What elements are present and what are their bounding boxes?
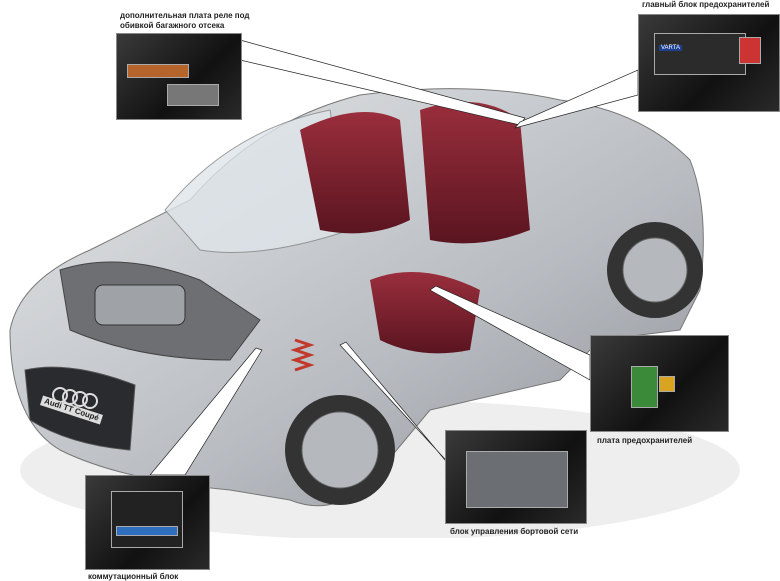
label-line: дополнительная плата реле под	[120, 11, 250, 20]
white-margin	[258, 538, 780, 581]
photo-onboard-ecu	[445, 430, 587, 524]
label-aux-relay: дополнительная плата реле под обивкой ба…	[120, 11, 249, 31]
label-fuse-panel: плата предохранителей	[597, 436, 693, 445]
photo-aux-relay	[116, 33, 242, 120]
strut-spring	[290, 338, 315, 372]
seat-left	[300, 112, 410, 234]
seat-right	[420, 102, 530, 244]
photo-fuse-panel	[590, 335, 729, 432]
photo-switch-block	[85, 475, 210, 570]
label-switch-block: коммутационный блок	[88, 572, 179, 581]
label-onboard-ecu: блок управления бортовой сети	[450, 527, 579, 536]
photo-main-fuse: VARTA	[638, 14, 780, 112]
seat-front	[370, 272, 480, 354]
varta-logo: VARTA	[659, 45, 683, 51]
label-line: обивкой багажного отсека	[120, 21, 225, 30]
engine-cover	[94, 284, 186, 326]
label-main-fuse: главный блок предохранителей	[642, 0, 770, 9]
